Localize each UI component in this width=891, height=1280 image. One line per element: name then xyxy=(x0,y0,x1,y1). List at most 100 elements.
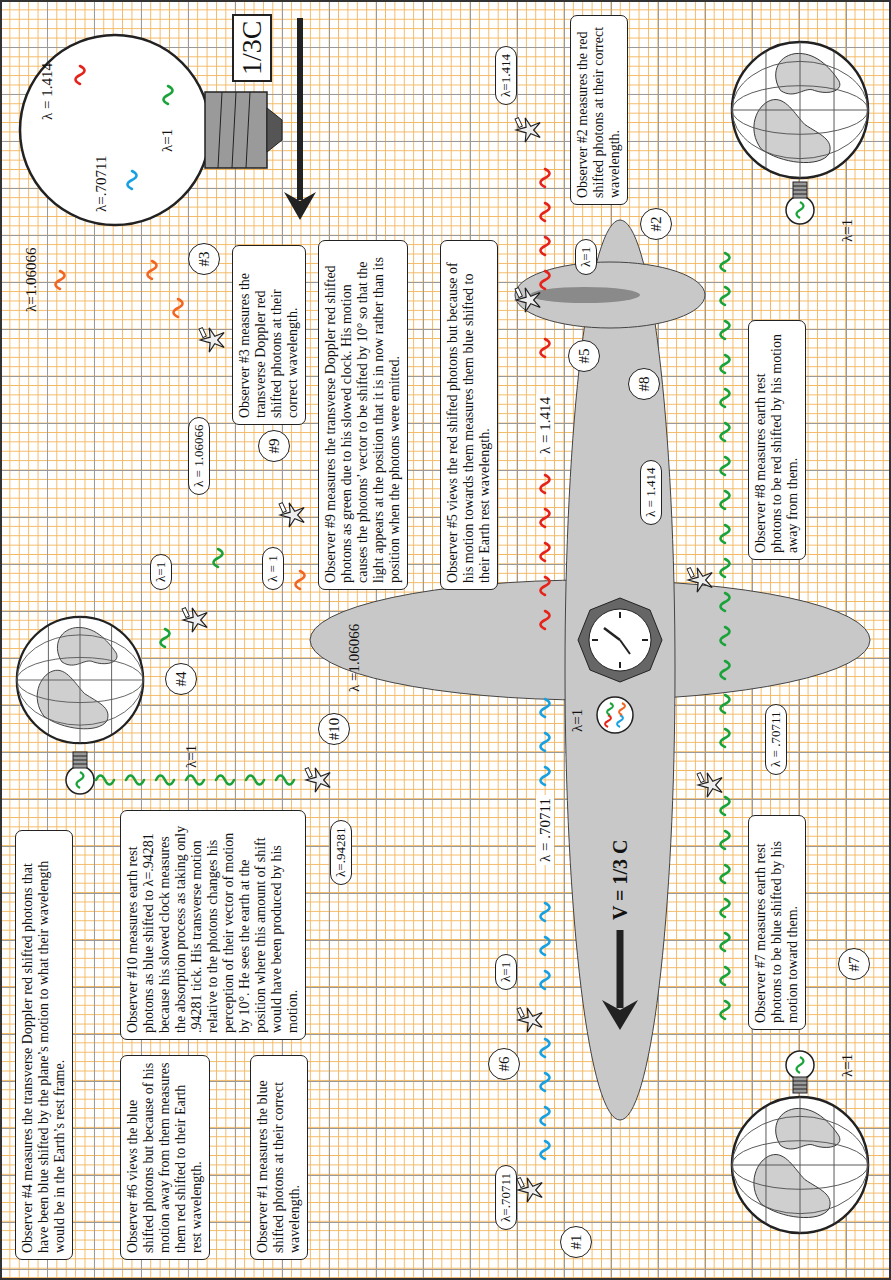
observer xyxy=(517,1178,542,1203)
velocity-label: V = 1/3 C xyxy=(608,840,632,920)
photon-wave xyxy=(721,797,730,815)
wavelength-text: λ = 1 xyxy=(265,555,281,582)
note-box: Observer #2 measures the red shifted pho… xyxy=(570,15,628,205)
photon-wave xyxy=(721,593,730,611)
photon-wave xyxy=(721,389,730,407)
wavelength-text: λ=1 xyxy=(578,247,594,267)
clock-face xyxy=(589,609,651,671)
observer xyxy=(182,608,207,633)
note-box: Observer #7 measures earth rest photons … xyxy=(748,815,806,1030)
wavelength-text: λ = 1.414 xyxy=(643,468,659,517)
photon-wave xyxy=(721,287,730,305)
wavelength-text: λ=1 xyxy=(498,962,514,982)
photon-wave xyxy=(56,271,65,289)
velocity-arrow xyxy=(617,930,624,1008)
observer xyxy=(199,328,224,353)
photon-wave xyxy=(721,253,730,271)
earth-globe xyxy=(732,1097,868,1233)
note-box: Observer #3 measures the transverse Dopp… xyxy=(232,245,306,425)
bulb-screw xyxy=(205,92,267,168)
wavelength-bubble: λ = 1 xyxy=(262,547,284,590)
earth-bulb xyxy=(786,182,814,224)
clock-frame xyxy=(578,598,662,682)
observer xyxy=(279,503,304,528)
note-box: Observer #10 measures earth rest photons… xyxy=(120,810,306,1040)
photon-wave xyxy=(214,549,223,567)
wavelength-label: λ = .70711 xyxy=(536,795,554,865)
wavelength-text: 1/3C xyxy=(234,21,270,75)
wavelength-label: λ = 1.414 xyxy=(38,63,56,120)
wavelength-text: λ = 1.06066 xyxy=(191,425,207,487)
photon-wave xyxy=(541,339,550,357)
observer xyxy=(697,773,722,798)
photon-wave xyxy=(296,571,305,589)
wavelength-bubble: λ = 1.414 xyxy=(640,460,662,525)
photon-wave xyxy=(541,1073,550,1091)
note-text: Observer #6 views the blue shifted photo… xyxy=(125,1062,205,1253)
photon-wave xyxy=(164,86,173,104)
photon-wave xyxy=(541,169,550,187)
callout-number: #4 xyxy=(165,663,197,695)
note-text: Observer #5 views the red shifted photon… xyxy=(445,247,493,583)
note-text: Observer #4 measures the transverse Dopp… xyxy=(20,837,68,1253)
photon-wave xyxy=(721,865,730,883)
note-box: Observer #9 measures the transverse Dopp… xyxy=(318,240,408,590)
callout-number: #3 xyxy=(188,243,220,275)
photon-wave xyxy=(541,543,550,561)
photon-wave xyxy=(541,203,550,221)
callout-number: #6 xyxy=(488,1048,520,1080)
callout-number: #7 xyxy=(838,948,870,980)
earth-globe xyxy=(17,617,143,743)
photon-wave xyxy=(541,475,550,493)
photon-wave xyxy=(161,629,170,647)
photon-wave xyxy=(186,776,204,785)
photon-wave xyxy=(76,66,85,84)
wavelength-bubble: λ=1 xyxy=(150,554,172,590)
photon-wave xyxy=(721,899,730,917)
photon-wave xyxy=(541,767,550,785)
wavelength-bubble: λ=1 xyxy=(495,954,517,990)
photon-wave xyxy=(276,776,294,785)
callout-number: #10 xyxy=(318,713,350,745)
note-text: Observer #1 measures the blue shifted ph… xyxy=(255,1062,303,1253)
photon-wave xyxy=(721,457,730,475)
photon-wave xyxy=(148,261,157,279)
photon-wave xyxy=(541,509,550,527)
photon-wave xyxy=(721,967,730,985)
wavelength-label: λ = 1.414 xyxy=(536,394,554,457)
plane-fuselage xyxy=(565,220,675,1120)
tail-fin xyxy=(530,287,640,303)
note-text: Observer #3 measures the transverse Dopp… xyxy=(237,252,301,418)
photon-wave xyxy=(174,299,183,317)
photon-wave xyxy=(721,627,730,645)
observer xyxy=(515,118,540,143)
photon-wave xyxy=(246,776,264,785)
photon-wave xyxy=(721,661,730,679)
observer xyxy=(515,288,540,313)
callout-number: #2 xyxy=(640,208,672,240)
note-text: Observer #7 measures earth rest photons … xyxy=(753,822,801,1023)
photon-wave xyxy=(541,1141,550,1159)
wavelength-label: λ=1 xyxy=(568,709,586,732)
earth-bulb xyxy=(786,1051,814,1093)
photon-wave xyxy=(541,937,550,955)
observer xyxy=(305,768,330,793)
photon-wave xyxy=(721,491,730,509)
photon-wave xyxy=(541,1107,550,1125)
wavelength-text: λ = .70711 xyxy=(768,712,784,767)
wavelength-bubble: λ = .70711 xyxy=(765,704,787,775)
note-text: Observer #9 measures the transverse Dopp… xyxy=(323,247,403,583)
photon-wave xyxy=(721,355,730,373)
wavelength-text: λ=1 xyxy=(153,562,169,582)
note-box: Observer #4 measures the transverse Dopp… xyxy=(15,830,73,1260)
wavelength-label: λ=1 xyxy=(182,745,200,768)
wavelength-bubble: λ=1.414 xyxy=(495,46,517,105)
plane-bulb xyxy=(597,697,633,733)
note-text: Observer #8 measures earth rest photons … xyxy=(753,327,801,553)
note-text: Observer #10 measures earth rest photons… xyxy=(125,817,301,1033)
note-box: Observer #8 measures earth rest photons … xyxy=(748,320,806,560)
photon-wave xyxy=(541,271,550,289)
callout-number: #8 xyxy=(628,368,660,400)
wavelength-label: λ =1.06066 xyxy=(345,624,363,692)
photon-wave xyxy=(541,1039,550,1057)
